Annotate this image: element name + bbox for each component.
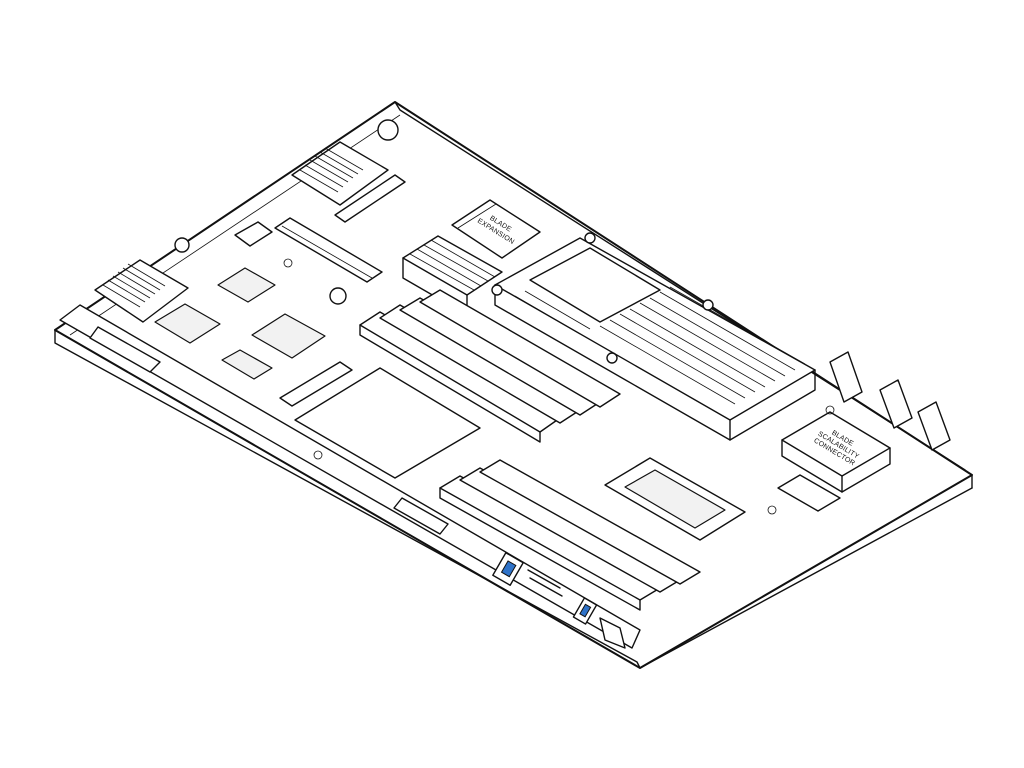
chip-1 xyxy=(217,267,276,303)
bezel-slot xyxy=(527,569,561,589)
bezel-strip xyxy=(59,304,641,649)
heatsink-screw-3 xyxy=(491,284,503,296)
thumbscrew-upper xyxy=(377,119,399,141)
thumbscrew-lower xyxy=(174,237,190,253)
heatsink-screw-2 xyxy=(702,299,714,311)
scalability-socket xyxy=(777,474,841,512)
front-bezel xyxy=(59,304,641,649)
blade-scalability-connector: BLADE SCALABILITY CONNECTOR xyxy=(777,405,891,512)
scalability-screw xyxy=(825,405,835,415)
dimm-bank-lower xyxy=(439,459,701,611)
scalability-connector-end xyxy=(841,447,891,493)
heatsink-screw-4 xyxy=(606,352,618,364)
screw-hole-1 xyxy=(283,258,293,268)
heatsink-large-side xyxy=(729,369,816,441)
connector-rail-upper xyxy=(334,174,406,223)
rear-connector-upper xyxy=(291,119,406,223)
io-module-lower xyxy=(94,259,189,323)
dimm-bank-upper xyxy=(359,289,621,443)
bracket-2 xyxy=(879,379,913,429)
dimm-bank-upper-side xyxy=(359,324,541,443)
m2-connector xyxy=(279,361,353,407)
bezel-handle-left xyxy=(89,326,161,373)
expansion-connector-body xyxy=(451,199,541,259)
pcie-connector xyxy=(274,217,383,283)
bracket-1 xyxy=(829,351,863,403)
storage-plate xyxy=(294,367,481,479)
tray-front-lip xyxy=(54,329,641,669)
scalability-connector-side xyxy=(781,439,843,493)
cpu-socket xyxy=(604,457,746,541)
screw-hole-2 xyxy=(313,450,323,460)
power-button-blue-icon xyxy=(500,560,517,578)
chip-4 xyxy=(221,349,273,380)
chip-2 xyxy=(251,313,326,359)
chip-3 xyxy=(154,303,221,344)
io-heat-fins-lower xyxy=(102,263,166,308)
cpu-socket-contacts xyxy=(624,469,726,529)
pcie-latch xyxy=(234,221,273,247)
screw-hole-3 xyxy=(767,505,777,515)
tray-right-edge xyxy=(639,487,973,669)
motherboard-chips xyxy=(154,258,777,515)
heatsink-large xyxy=(491,232,816,441)
standoff-1 xyxy=(329,287,347,305)
dimm-bank-lower-side xyxy=(439,487,641,611)
storage-bay xyxy=(279,361,481,479)
rear-connector-lower xyxy=(94,237,190,323)
heatsink-label-plate xyxy=(529,247,661,323)
io-heat-fins-upper xyxy=(299,147,364,193)
dimm-slot-4 xyxy=(419,289,621,408)
right-rail-brackets xyxy=(829,351,951,451)
heatsink-small-top xyxy=(402,235,503,296)
bracket-3 xyxy=(917,401,951,451)
bezel-handle-mid xyxy=(393,497,449,535)
pcie-slot xyxy=(234,217,383,283)
blade-expansion-connector: BLADE EXPANSION xyxy=(451,199,541,259)
heatsink-small-fins xyxy=(409,239,496,291)
bezel-slot-2 xyxy=(529,577,563,597)
io-module-upper xyxy=(291,141,389,206)
front-release-latch xyxy=(599,617,626,649)
heatsink-screw-1 xyxy=(584,232,596,244)
dimm-slot-7 xyxy=(479,459,701,585)
heatsink-large-fins xyxy=(514,286,806,405)
usb-port-blue-icon xyxy=(579,603,592,618)
